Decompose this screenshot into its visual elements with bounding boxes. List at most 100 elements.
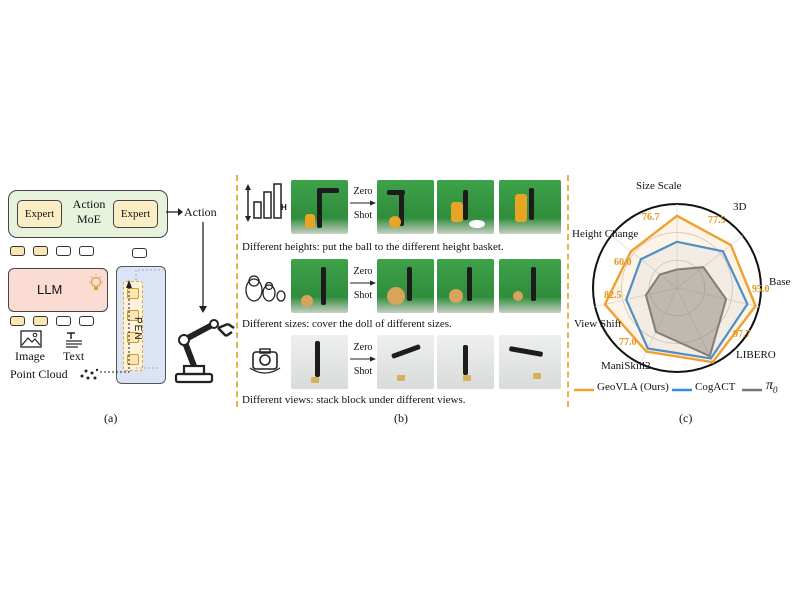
zero-shot-line2: Shot <box>353 210 373 221</box>
radar-spoke <box>611 235 678 289</box>
caption-c: (c) <box>679 411 693 425</box>
photo-sizes-2 <box>437 259 494 313</box>
text-icon <box>66 332 82 348</box>
zero-shot-line2: Shot <box>353 290 373 301</box>
legend-pi0-subscript: 0 <box>773 384 778 395</box>
moe-label-line2: MoE <box>77 212 101 226</box>
radar-axis-label: Height Change <box>572 228 639 240</box>
moe-label-line1: Action <box>72 197 106 211</box>
radar-spoke <box>676 287 714 364</box>
lightbulb-icon <box>89 274 103 290</box>
image-label: Image <box>15 349 45 363</box>
photo-heights-demo <box>291 180 348 234</box>
legend-cogact-swatch-icon <box>672 388 692 392</box>
radar-value: 77.0 <box>619 337 637 348</box>
radar-spoke <box>595 287 678 308</box>
radar-axis-label: 3D <box>733 201 747 213</box>
caption-a: (a) <box>104 411 118 425</box>
photo-heights-3 <box>499 180 561 234</box>
photo-sizes-3 <box>499 259 561 313</box>
pen-token-column <box>123 281 143 371</box>
input-token <box>56 316 71 326</box>
pen-block: PEN <box>116 266 166 384</box>
action-token <box>79 246 94 256</box>
action-label: Action <box>184 205 217 219</box>
photo-sizes-1 <box>377 259 434 313</box>
radar-value: 76.7 <box>642 212 660 223</box>
row-caption-heights: Different heights: put the ball to the d… <box>242 241 504 253</box>
photo-heights-2 <box>437 180 494 234</box>
expert-left: Expert <box>17 200 62 228</box>
point-cloud-icon <box>80 368 99 380</box>
radar-series-geovla <box>603 214 757 364</box>
radar-spoke <box>676 287 759 308</box>
zero-shot-line1: Zero <box>353 266 373 277</box>
zero-shot-label-3: Zero Shot <box>350 342 376 378</box>
divider-b-c <box>567 175 569 407</box>
llm-block: LLM <box>8 268 108 312</box>
radar-axis-label: View Shift <box>574 318 622 330</box>
radar-axis-label: LIBERO <box>736 349 776 361</box>
action-moe-label: Action MoE <box>67 197 111 227</box>
pen-token <box>127 354 139 365</box>
action-moe-block: Expert Action MoE Expert <box>8 190 168 238</box>
radar-value: 95.0 <box>752 284 770 295</box>
photo-heights-1 <box>377 180 434 234</box>
radar-value: 97.7 <box>733 329 751 340</box>
zero-shot-arrow-icon <box>350 356 376 362</box>
photo-views-2 <box>437 335 494 389</box>
robot-arm-icon <box>174 319 235 384</box>
arrow-to-action-icon <box>166 208 183 216</box>
text-label: Text <box>63 349 85 363</box>
zero-shot-line1: Zero <box>353 186 373 197</box>
zero-shot-label-2: Zero Shot <box>350 266 376 302</box>
llm-label: LLM <box>37 282 63 297</box>
pen-flow-arrows-icon <box>100 269 160 373</box>
legend-pi0: π0 <box>766 378 778 395</box>
nesting-dolls-icon <box>245 275 286 302</box>
photo-views-demo <box>291 335 348 389</box>
height-baskets-icon <box>245 183 282 222</box>
legend-pi0-symbol: π <box>766 378 774 393</box>
row-caption-views: Different views: stack block under diffe… <box>242 394 466 406</box>
row-caption-sizes: Different sizes: cover the doll of diffe… <box>242 318 452 330</box>
radar-value: 82.5 <box>604 290 622 301</box>
zero-shot-label-1: Zero Shot <box>350 186 376 222</box>
legend-geovla-swatch-icon <box>574 388 594 392</box>
action-token <box>10 246 25 256</box>
pen-token <box>127 288 139 299</box>
input-token <box>79 316 94 326</box>
radar-axis-label: Base <box>769 276 791 288</box>
radar-value: 77.5 <box>708 215 726 226</box>
photo-views-3 <box>499 335 561 389</box>
legend-cogact: CogACT <box>695 381 736 393</box>
radar-series-pi0 <box>644 266 728 358</box>
zero-shot-line2: Shot <box>353 366 373 377</box>
photo-views-1 <box>377 335 434 389</box>
radar-chart <box>592 203 762 373</box>
image-icon <box>20 330 42 348</box>
divider-a-b <box>236 175 238 407</box>
action-token <box>132 248 147 258</box>
legend-pi0-swatch-icon <box>742 388 762 392</box>
radar-axis-label: ManiSkill2 <box>601 360 651 372</box>
arrow-down-to-robot-icon <box>199 222 207 313</box>
camera-rotate-icon <box>249 348 281 374</box>
zero-shot-arrow-icon <box>350 280 376 286</box>
height-letter: H <box>281 203 287 212</box>
zero-shot-line1: Zero <box>353 342 373 353</box>
action-token <box>56 246 71 256</box>
radar-value: 60.0 <box>614 257 632 268</box>
zero-shot-arrow-icon <box>350 200 376 206</box>
input-token <box>33 316 48 326</box>
expert-right: Expert <box>113 200 158 228</box>
radar-series-cogact <box>625 240 749 360</box>
input-token <box>10 316 25 326</box>
pen-token <box>127 332 139 343</box>
legend-geovla: GeoVLA (Ours) <box>597 381 669 393</box>
pen-token <box>127 310 139 321</box>
radar-axis-label: Size Scale <box>636 180 682 192</box>
photo-sizes-demo <box>291 259 348 313</box>
action-token <box>33 246 48 256</box>
point-cloud-label: Point Cloud <box>10 367 68 381</box>
